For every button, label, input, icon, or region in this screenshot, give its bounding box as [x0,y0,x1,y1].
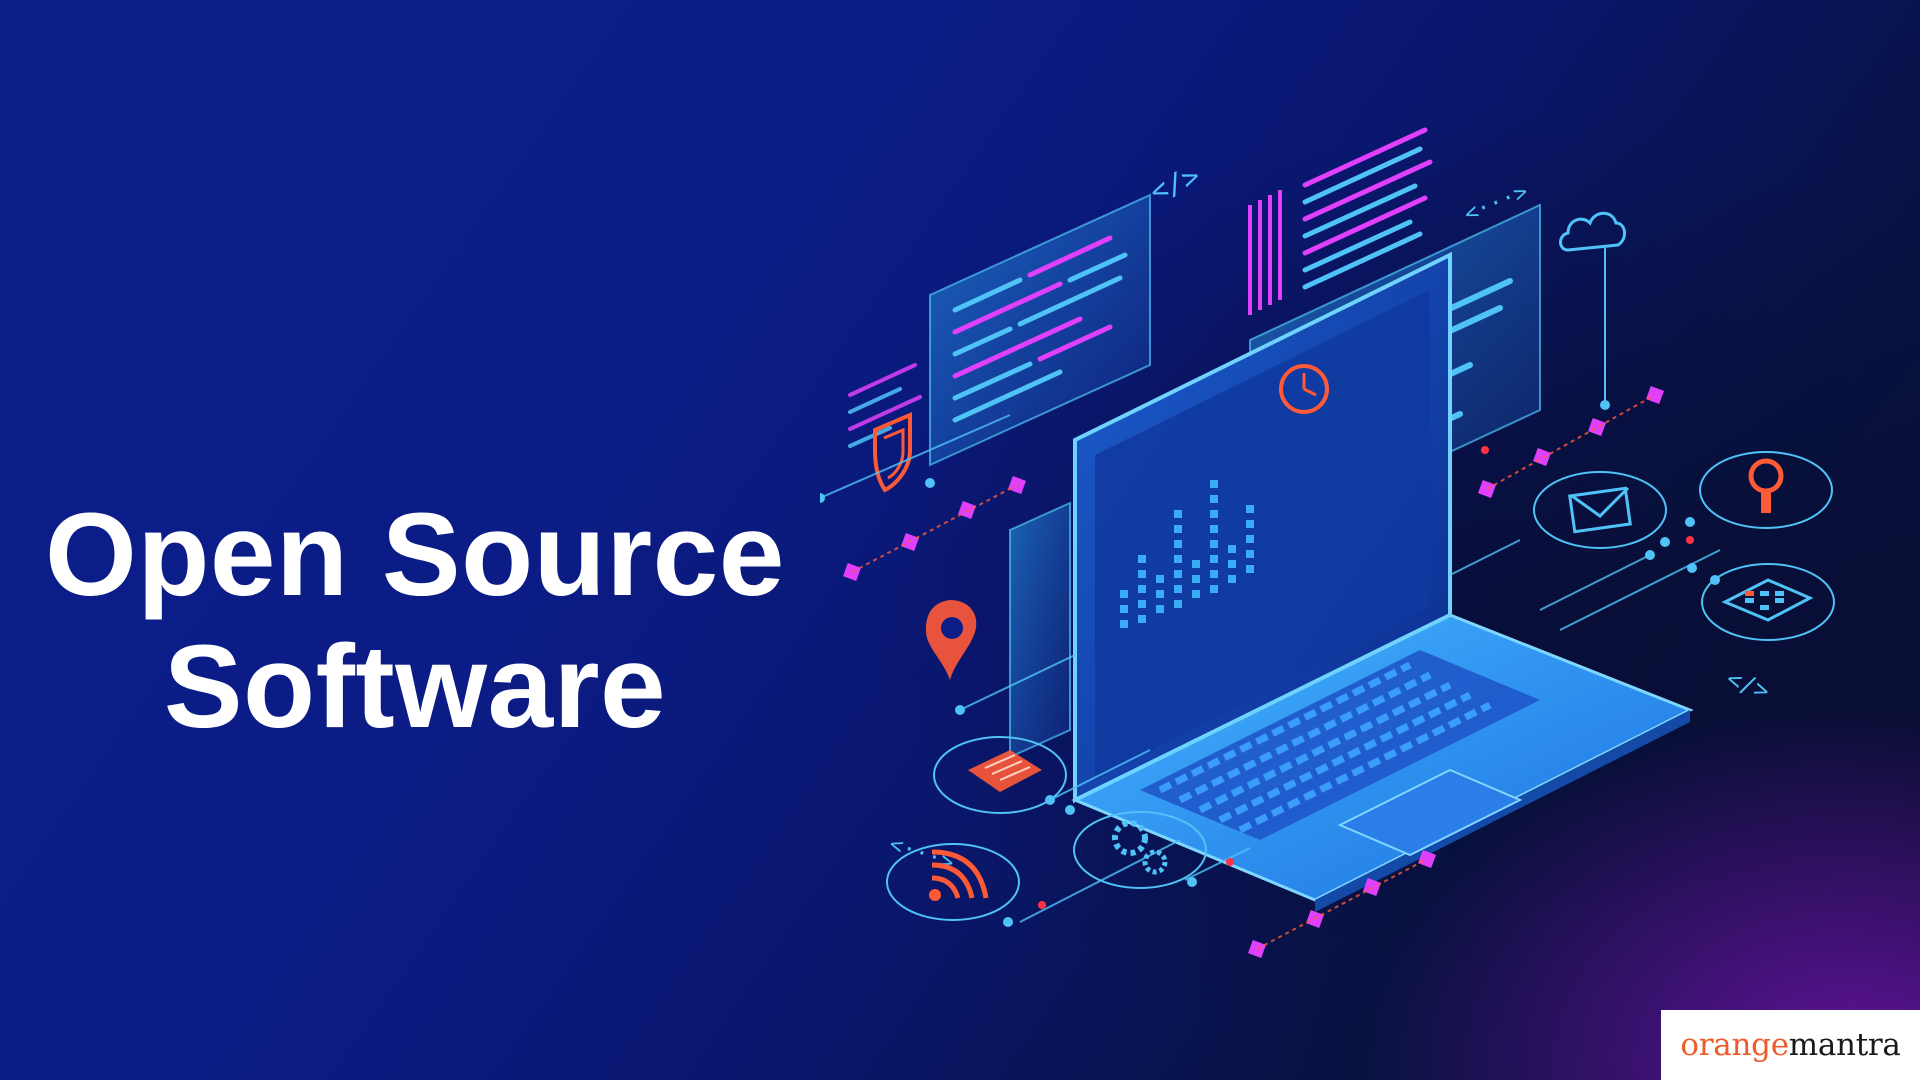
connector-nodes [820,478,1720,927]
page-title: Open Source Software [0,489,830,753]
document-icon [933,736,1067,814]
code-tag-right: </> [1723,664,1773,705]
software-illustration: </> <···> [820,127,1835,958]
title-line-2: Software [163,621,667,754]
code-tag-top: </> [1145,159,1204,209]
wifi-icon [886,843,1020,921]
location-pin-icon [925,600,977,680]
shield-icon [873,411,912,493]
spark-dots [1038,446,1694,909]
code-panel-left [848,193,1151,467]
clock-icon [1279,364,1329,414]
cube-links [851,394,1656,950]
connector-lines [820,414,1721,923]
brand-part-1: orange [1680,1027,1789,1063]
glass-panel-front [1009,501,1071,759]
grid-icon [1701,563,1835,641]
laptop-icon [1071,251,1694,912]
brand-part-2: mantra [1788,1027,1901,1063]
title-line-1: Open Source [45,489,785,622]
mail-icon [1533,471,1667,549]
data-panel-top [1248,127,1433,315]
cloud-icon [1559,211,1626,410]
gears-icon [1073,811,1207,889]
search-icon [1699,451,1833,529]
